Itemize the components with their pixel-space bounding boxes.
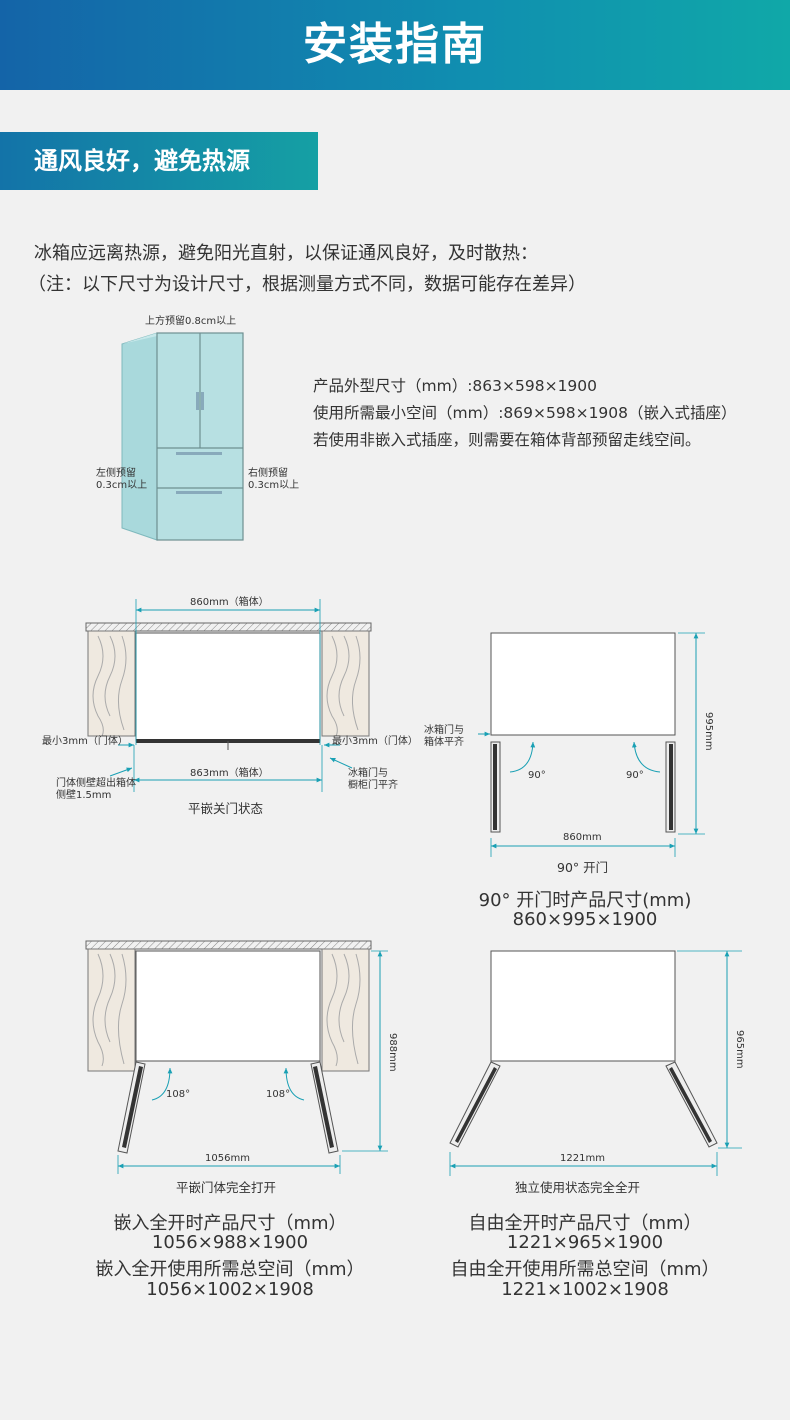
open90-flush-note-2: 箱体平齐 [424,735,464,748]
open90-caption: 90° 开门 [557,860,608,875]
closed-body-width-label: 863mm（箱体） [190,766,269,779]
open90-title: 90° 开门时产品尺寸(mm) [478,890,692,911]
spec-note: 若使用非嵌入式插座，则需要在箱体背部预留走线空间。 [313,431,701,449]
spec-min-space: 使用所需最小空间（mm）:869×598×1908（嵌入式插座） [313,404,737,422]
open90-flush-note-1: 冰箱门与 [424,723,464,736]
open90-angle-left: 90° [528,770,546,781]
diagram-free-open [449,950,742,1176]
diagram-embedded-open [85,940,388,1174]
open90-width-label: 860mm [563,832,602,843]
intro-line-2: （注：以下尺寸为设计尺寸，根据测量方式不同，数据可能存在差异） [28,274,586,295]
embedded-angle-right: 108° [266,1089,290,1100]
diagram-90-open [478,632,705,857]
closed-side-note-1: 门体侧壁超出箱体 [56,776,136,789]
spec-outer: 产品外型尺寸（mm）:863×598×1900 [313,377,598,395]
embedded-depth-label: 988mm [387,1033,398,1072]
embedded-line-3: 嵌入全开使用所需总空间（mm） [95,1259,365,1280]
clearance-right-label-1: 右侧预留 [248,466,288,479]
embedded-line-1: 嵌入全开时产品尺寸（mm） [113,1213,347,1234]
header-banner [0,0,790,90]
embedded-width-label: 1056mm [205,1153,250,1164]
section-tag: 通风良好，避免热源 [0,132,318,190]
intro-line-1: 冰箱应远离热源，避免阳光直射，以保证通风良好，及时散热： [34,243,538,264]
clearance-right-label-2: 0.3cm以上 [248,479,299,491]
section-title: 通风良好，避免热源 [34,147,250,175]
embedded-caption: 平嵌门体完全打开 [176,1180,276,1195]
free-line-4: 1221×1002×1908 [501,1279,669,1300]
closed-caption: 平嵌关门状态 [188,801,263,816]
embedded-angle-left: 108° [166,1089,190,1100]
closed-flush-note-1: 冰箱门与 [348,766,388,779]
free-caption: 独立使用状态完全全开 [515,1180,640,1195]
free-width-label: 1221mm [560,1153,605,1164]
open90-dims: 860×995×1900 [512,909,658,930]
closed-flush-note-2: 橱柜门平齐 [348,778,398,791]
open90-depth-label: 995mm [703,712,714,751]
free-depth-label: 965mm [734,1030,745,1069]
fridge-illustration [121,332,244,541]
embedded-line-2: 1056×988×1900 [151,1232,309,1253]
clearance-left-label-1: 左侧预留 [96,466,136,479]
diagram-closed-embedded [85,599,372,792]
closed-min-right-label: 最小3mm（门体） [332,734,418,747]
open90-angle-right: 90° [626,770,644,781]
free-line-3: 自由全开使用所需总空间（mm） [450,1259,720,1280]
page-title: 安装指南 [303,19,487,70]
clearance-top-label: 上方预留0.8cm以上 [145,314,236,327]
free-line-2: 1221×965×1900 [506,1232,664,1253]
embedded-line-4: 1056×1002×1908 [146,1279,314,1300]
clearance-left-label-2: 0.3cm以上 [96,479,147,491]
closed-side-note-2: 侧壁1.5mm [56,788,111,801]
free-line-1: 自由全开时产品尺寸（mm） [468,1213,702,1234]
closed-cabinet-width-label: 860mm（箱体） [190,595,269,608]
closed-min-left-label: 最小3mm（门体） [42,734,128,747]
